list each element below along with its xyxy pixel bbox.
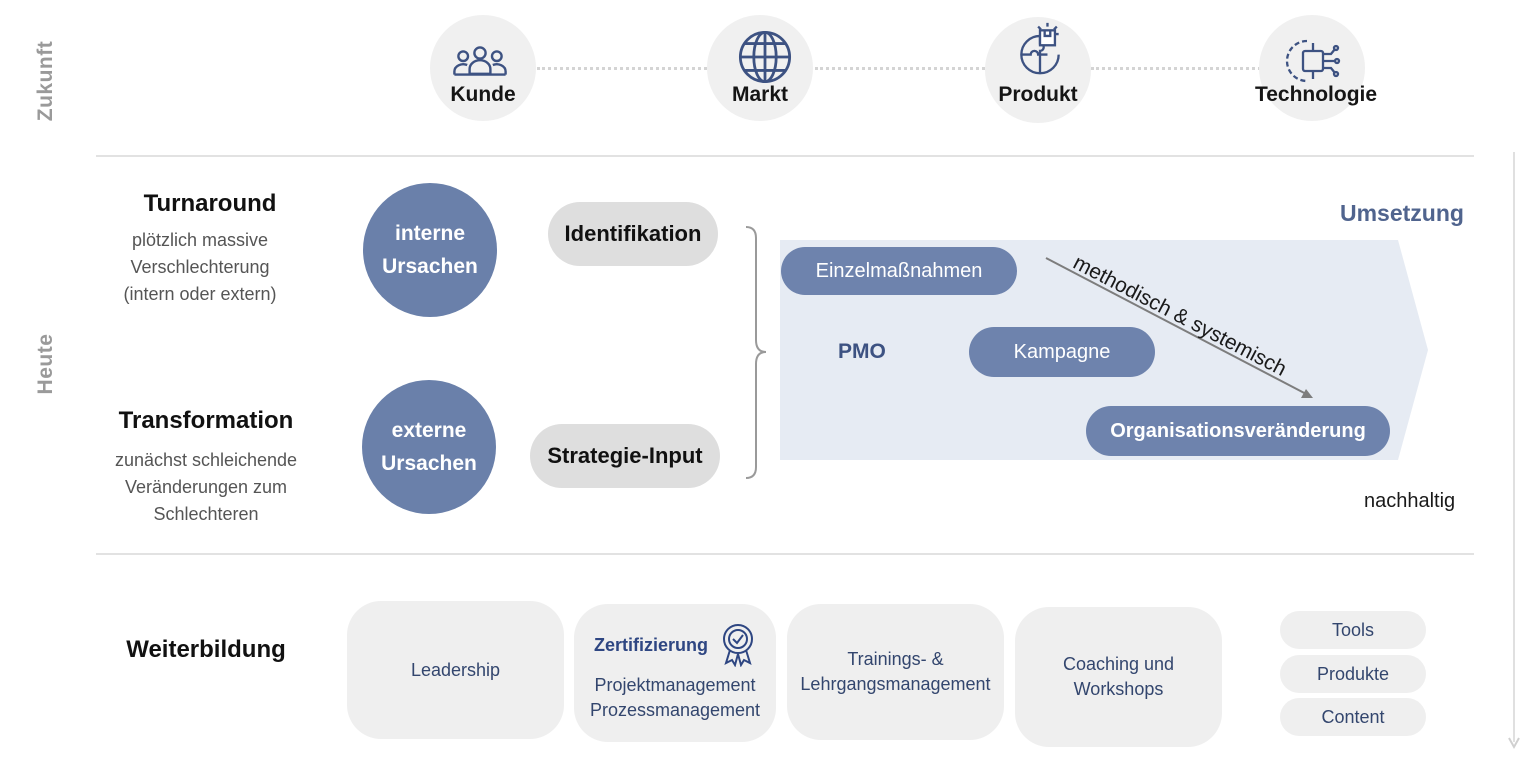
sustainable-label: nachhaltig	[1364, 490, 1456, 512]
identification-pill: Identifikation	[548, 202, 718, 266]
turnaround-subtitle-line: plötzlich massive	[131, 230, 269, 250]
turnaround-subtitle: plötzlich massive Verschlechterung (inte…	[70, 227, 330, 308]
today-side-label: Heute	[34, 333, 57, 395]
methodical-arrow	[1045, 257, 1313, 398]
technology-chip-icon	[1285, 39, 1341, 83]
connector-3	[1091, 67, 1261, 70]
certification-item: Prozessmanagement	[589, 700, 761, 720]
leadership-box: Leadership	[347, 601, 564, 739]
product-puzzle-icon	[1020, 22, 1060, 75]
future-side-label: Zukunft	[34, 40, 57, 122]
implementation-title: Umsetzung	[1340, 200, 1464, 226]
coaching-box: Coaching und Workshops	[1015, 607, 1222, 747]
transformation-subtitle-line: Schlechteren	[153, 504, 259, 524]
single-measures-pill: Einzelmaßnahmen	[781, 247, 1017, 295]
turnaround-title: Turnaround	[143, 190, 277, 217]
transformation-subtitle: zunächst schleichende Veränderungen zum …	[76, 447, 336, 528]
connector-1	[537, 67, 707, 70]
training-title: Weiterbildung	[126, 636, 286, 663]
globe-icon	[738, 30, 792, 84]
external-causes-line: externe	[391, 419, 467, 442]
market-label: Markt	[731, 83, 789, 106]
internal-causes-line: Ursachen	[382, 255, 478, 278]
product-circle	[985, 17, 1091, 123]
trainings-line: Trainings- &	[847, 649, 944, 669]
transformation-subtitle-line: zunächst schleichende	[114, 450, 298, 470]
certification-title: Zertifizierung	[593, 634, 708, 655]
transformation-subtitle-line: Veränderungen zum	[124, 477, 288, 497]
customer-circle	[430, 15, 536, 121]
bottom-divider	[96, 553, 1474, 555]
products-pill: Produkte	[1280, 655, 1426, 693]
certification-box: Zertifizierung Projektmanagement Prozess…	[574, 604, 776, 742]
internal-causes-line: interne	[394, 222, 465, 245]
strategy-input-pill: Strategie-Input	[530, 424, 720, 488]
turnaround-subtitle-line: (intern oder extern)	[123, 284, 277, 304]
customers-icon	[453, 46, 507, 76]
certification-item: Projektmanagement	[594, 675, 756, 695]
trainings-box: Trainings- & Lehrgangsmanagement	[787, 604, 1004, 740]
content-pill: Content	[1280, 698, 1426, 736]
certificate-badge-icon	[723, 624, 753, 667]
organisational-change-pill: Organisationsveränderung	[1086, 406, 1390, 456]
leadership-label: Leadership	[410, 659, 501, 680]
technology-label: Technologie	[1254, 83, 1378, 106]
timeline-arrow	[1508, 152, 1520, 750]
technology-circle	[1259, 15, 1365, 121]
coaching-line: Workshops	[1073, 679, 1164, 699]
coaching-line: Coaching und	[1062, 654, 1175, 674]
grouping-brace	[745, 226, 767, 479]
product-label: Produkt	[998, 83, 1078, 106]
transformation-title: Transformation	[118, 407, 294, 434]
trainings-line: Lehrgangsmanagement	[800, 674, 991, 694]
connector-2	[815, 67, 985, 70]
turnaround-subtitle-line: Verschlechterung	[130, 257, 270, 277]
customer-label: Kunde	[450, 83, 516, 106]
top-divider	[96, 155, 1474, 157]
external-causes-line: Ursachen	[381, 452, 477, 475]
pmo-label: PMO	[838, 340, 886, 363]
tools-pill: Tools	[1280, 611, 1426, 649]
campaign-pill: Kampagne	[969, 327, 1155, 377]
